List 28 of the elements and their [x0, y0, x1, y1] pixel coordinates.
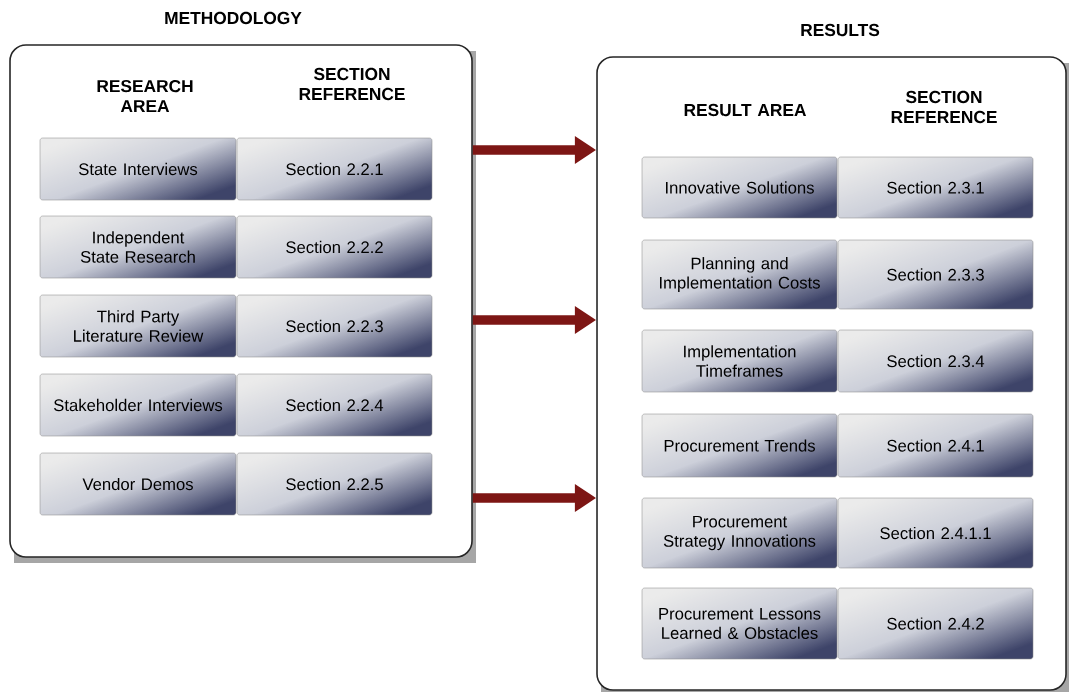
table-cell: Vendor Demos [39, 452, 237, 516]
column-header: SECTION REFERENCE [299, 67, 405, 101]
table-cell: Procurement Trends [641, 413, 838, 478]
column-header: RESULT AREA [684, 103, 806, 117]
table-cell: Section 2.2.2 [236, 215, 433, 279]
table-cell: Section 2.3.1 [837, 156, 1034, 219]
panel-title: METHODOLOGY [165, 11, 302, 25]
column-header: SECTION REFERENCE [891, 90, 997, 124]
table-cell: Section 2.2.3 [236, 294, 433, 358]
table-cell: Third Party Literature Review [39, 294, 237, 358]
table-cell: Innovative Solutions [641, 156, 838, 219]
table-cell: Section 2.4.1 [837, 413, 1034, 478]
table-cell: Section 2.2.5 [236, 452, 433, 516]
panel-title: RESULTS [801, 23, 880, 37]
table-cell: Section 2.3.3 [837, 239, 1034, 310]
table-cell: Procurement Lessons Learned & Obstacles [641, 587, 838, 660]
table-cell: Section 2.2.1 [236, 137, 433, 201]
table-cell: Implementation Timeframes [641, 329, 838, 393]
table-cell: Planning and Implementation Costs [641, 239, 838, 310]
table-cell: Independent State Research [39, 215, 237, 279]
table-cell: Section 2.3.4 [837, 329, 1034, 393]
table-cell: Procurement Strategy Innovations [641, 497, 838, 569]
table-cell: State Interviews [39, 137, 237, 201]
column-header: RESEARCH AREA [97, 79, 193, 113]
table-cell: Section 2.4.2 [837, 587, 1034, 660]
table-cell: Section 2.4.1.1 [837, 497, 1034, 569]
table-cell: Section 2.2.4 [236, 373, 433, 437]
table-cell: Stakeholder Interviews [39, 373, 237, 437]
